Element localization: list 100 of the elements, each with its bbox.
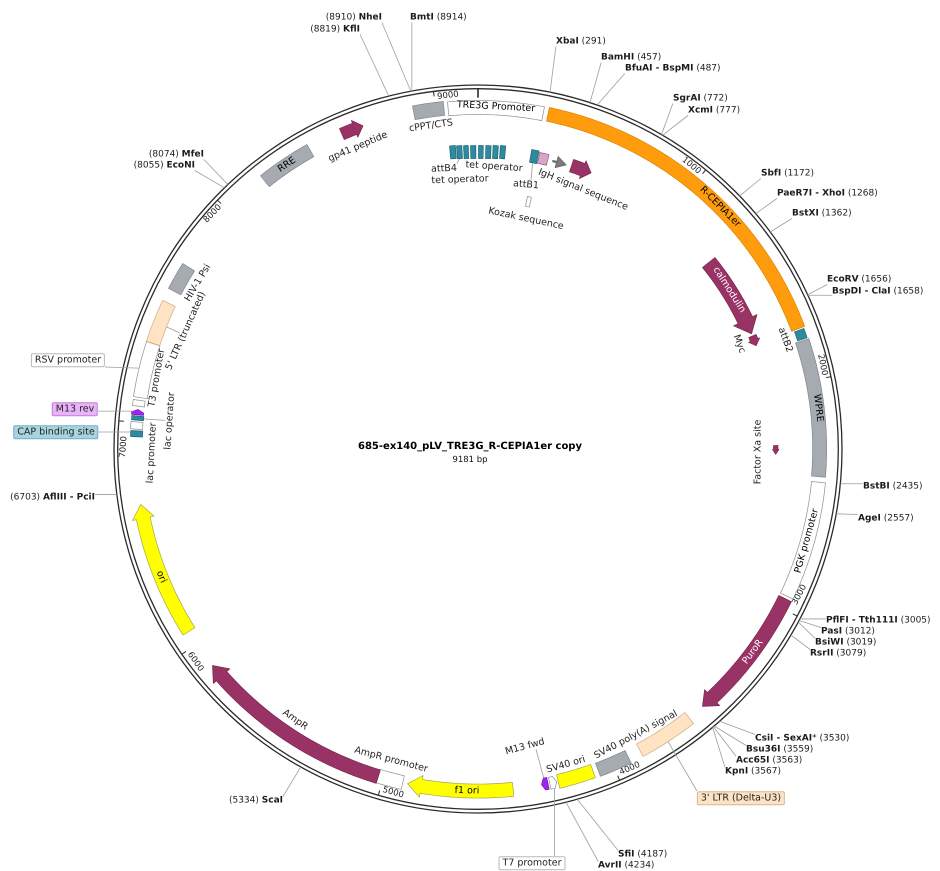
restriction-site-label: PflFI - Tth111I (3005) <box>826 616 931 626</box>
leader-line <box>714 726 747 746</box>
feature-label: 3' LTR (Delta-U3) <box>696 791 786 805</box>
operator-block <box>449 145 458 160</box>
operator-block <box>498 145 506 160</box>
leader-line <box>166 326 180 334</box>
feature-label: lac promoter <box>146 422 158 484</box>
restriction-site-label: (5334) ScaI <box>228 796 283 806</box>
restriction-site-label: AgeI (2557) <box>858 514 914 524</box>
feature-segment <box>795 338 828 478</box>
leader-line <box>576 798 619 851</box>
restriction-site-label: Bsu36I (3559) <box>746 746 814 754</box>
leader-line <box>798 622 816 639</box>
restriction-site-label: EcoRV (1656) <box>827 276 892 284</box>
promoter-segment <box>132 399 146 408</box>
leader-line <box>194 170 225 188</box>
origin-feature <box>132 504 196 636</box>
restriction-site-label: BamHI (457) <box>601 54 662 62</box>
feature-segment <box>412 101 446 120</box>
feature-label: T7 promoter <box>498 856 566 870</box>
restriction-site-label: (8819) KflI <box>310 26 360 34</box>
primer-feature <box>540 777 550 791</box>
feature-label: ori <box>154 570 168 585</box>
feature-label: AmpR promoter <box>353 746 429 774</box>
feature-label: Myc <box>731 333 747 355</box>
restriction-site-label: KpnI (3567) <box>725 768 781 776</box>
site-feature <box>772 444 780 455</box>
restriction-site-label: Acc65I (3563) <box>736 756 802 766</box>
restriction-site-label: SfiI (4187) <box>618 850 668 860</box>
restriction-site-label: SbfI (1172) <box>761 170 814 178</box>
leader-line <box>807 284 828 296</box>
feature-label: tet operator <box>465 160 523 174</box>
feature-label: RSV promoter <box>30 353 106 367</box>
feature-label: tet operator <box>431 174 489 186</box>
operator-block <box>462 144 469 159</box>
scale-label: 2000 <box>815 353 828 376</box>
scale-label: 5000 <box>382 786 405 800</box>
leader-line <box>836 513 858 515</box>
gene-feature <box>212 664 382 784</box>
leader-line <box>596 73 626 106</box>
restriction-site-label: BspDI - ClaI (1658) <box>832 288 924 296</box>
restriction-site-label: (8055) EcoNI <box>134 162 195 170</box>
feature-label: attB1 <box>512 179 540 191</box>
operator-block <box>130 415 144 422</box>
leader-line <box>712 726 737 757</box>
restriction-site-label: (8910) NheI <box>326 14 382 22</box>
restriction-site-label: BfuAI - BspMI (487) <box>625 64 721 74</box>
leader-line <box>382 22 412 92</box>
leader-line <box>790 634 811 650</box>
operator-block <box>478 144 484 159</box>
triangle-marker <box>552 156 567 168</box>
promoter-segment <box>130 420 144 430</box>
feature-label: RRE <box>276 156 298 174</box>
leader-line <box>411 22 412 92</box>
feature-label: lac operator <box>163 392 177 450</box>
leader-line <box>530 162 533 181</box>
restriction-site-label: BstXI (1362) <box>792 210 852 218</box>
feature-label: cPPT/CTS <box>408 118 454 134</box>
leader-line <box>204 159 228 185</box>
promoter-feature <box>548 776 558 790</box>
leader-line <box>755 198 778 214</box>
operator-block <box>492 144 499 160</box>
leader-line <box>840 483 864 484</box>
scale-label: 3000 <box>792 584 810 607</box>
restriction-site-label: SgrAI (772) <box>673 94 728 104</box>
restriction-site-label: XbaI (291) <box>556 38 606 46</box>
tag-feature <box>748 334 760 346</box>
recombination-site-block <box>456 144 463 160</box>
leader-line <box>661 103 674 136</box>
leader-line <box>554 788 555 856</box>
restriction-site-label: (6703) AflIII - PciI <box>10 494 95 502</box>
scale-label: 4000 <box>618 760 642 778</box>
binding-site-block <box>130 430 143 438</box>
leader-line <box>808 294 833 296</box>
restriction-site-label: AvrII (4234) <box>598 862 654 870</box>
leader-line <box>360 34 390 96</box>
recombination-site-block <box>794 328 808 342</box>
restriction-site-label: PasI (3012) <box>821 628 875 636</box>
leader-line <box>282 766 302 797</box>
operator-block <box>470 144 476 159</box>
feature-segment <box>260 144 315 188</box>
feature-label: PGK promoter <box>794 507 821 574</box>
feature-label: WPRE <box>811 394 824 423</box>
feature-label: f1 ori <box>454 786 480 796</box>
leader-line <box>662 115 688 136</box>
leader-line <box>712 726 726 768</box>
restriction-site-label: BsiWI (3019) <box>815 638 876 648</box>
recombination-site-block <box>528 149 540 164</box>
restriction-site-label: (8074) MfeI <box>148 150 204 160</box>
signal-sequence-block <box>537 152 550 166</box>
restriction-site-label: BstBI (2435) <box>863 482 923 492</box>
scale-label: 9000 <box>436 90 460 102</box>
restriction-site-label: CsiI - SexAI* (3530) <box>755 734 850 744</box>
leader-line <box>800 618 826 620</box>
feature-label: CAP binding site <box>13 425 99 439</box>
feature-label: SV40 ori <box>545 755 586 776</box>
sequence-bar <box>525 196 532 208</box>
leader-line <box>719 720 756 735</box>
leader-line <box>590 62 602 104</box>
restriction-site-label: RsrII (3079) <box>810 650 866 658</box>
